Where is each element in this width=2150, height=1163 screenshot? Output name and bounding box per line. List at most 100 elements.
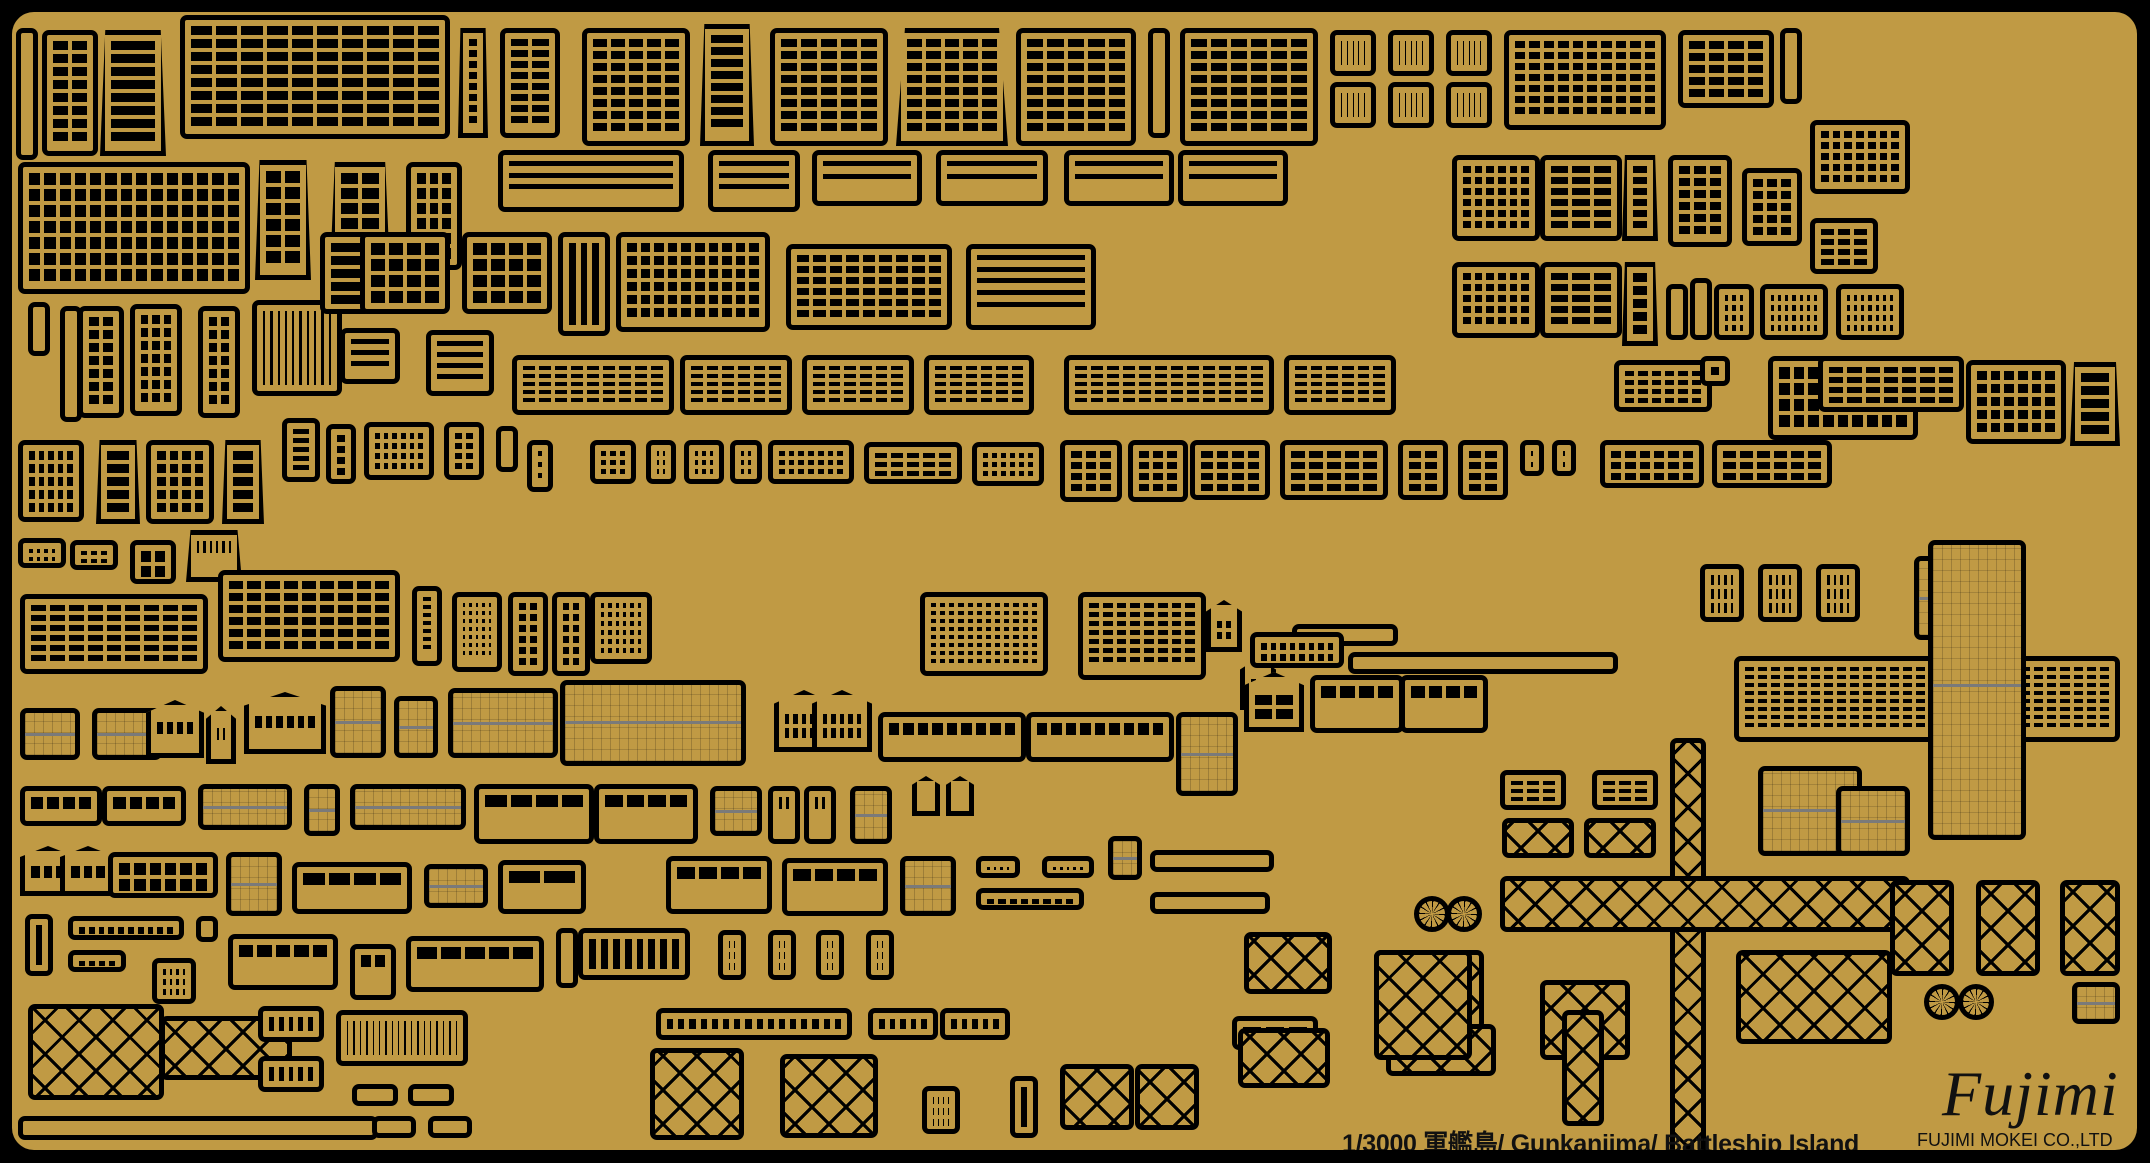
window-cutout: [753, 366, 766, 370]
window-cutout: [573, 603, 579, 610]
window-cutout: [1844, 175, 1853, 182]
window-cutout: [1615, 63, 1627, 70]
window-cutout: [1144, 630, 1154, 635]
window-cutout: [134, 879, 146, 891]
window-cutout: [1821, 164, 1829, 171]
window-cutout: [532, 116, 549, 123]
window-cutout: [1486, 284, 1494, 291]
etched-part: [412, 586, 442, 666]
window-cutout: [488, 635, 491, 639]
window-cutout: [1291, 473, 1305, 480]
window-cutout: [657, 451, 659, 456]
window-cutout: [1251, 390, 1263, 394]
window-cutout: [182, 615, 197, 621]
window-cutout: [722, 366, 734, 370]
window-cutout: [2073, 707, 2083, 711]
etched-part: [780, 1054, 878, 1138]
window-cutout: [532, 50, 549, 57]
window-cutout: [1251, 123, 1267, 131]
window-cutout: [603, 366, 615, 370]
window-cutout: [1829, 367, 1844, 373]
window-cutout: [1011, 382, 1023, 386]
window-cutout: [1211, 75, 1227, 83]
window-cutout: [163, 380, 171, 389]
window-cutout: [1004, 643, 1010, 647]
window-cutout: [1601, 85, 1612, 92]
window-cutout: [68, 655, 84, 661]
window-cutout: [630, 630, 634, 635]
window-cutout: [1678, 371, 1688, 376]
window-cutout: [106, 625, 122, 631]
window-cutout: [1867, 142, 1876, 149]
window-cutout: [1638, 380, 1648, 385]
window-cutout: [706, 366, 719, 370]
window-cutout: [939, 471, 951, 476]
window-cutout: [928, 310, 941, 317]
window-cutout: [491, 291, 505, 303]
etched-part: [20, 708, 80, 760]
etched-part: [730, 440, 762, 484]
etched-part: [1734, 656, 2120, 742]
window-cutout: [111, 80, 155, 89]
window-cutout: [817, 451, 824, 456]
window-cutout: [63, 797, 75, 809]
window-cutout: [169, 969, 172, 975]
window-cutout: [1758, 683, 1768, 687]
etched-part: [282, 418, 320, 482]
window-cutout: [2086, 707, 2096, 711]
window-cutout: [827, 952, 828, 959]
window-cutout: [257, 945, 272, 957]
window-cutout: [681, 256, 691, 265]
etched-part: [708, 150, 800, 212]
window-cutout: [1102, 612, 1113, 617]
wheel-part: [1446, 896, 1482, 932]
window-cutout: [985, 627, 992, 631]
railing-bar: [437, 363, 483, 368]
window-cutout: [509, 243, 523, 255]
window-cutout: [940, 651, 946, 655]
window-cutout: [711, 95, 743, 103]
window-cutout: [1861, 325, 1865, 331]
window-cutout: [741, 460, 744, 465]
window-cutout: [1521, 317, 1529, 324]
window-cutout: [469, 116, 477, 123]
window-cutout: [779, 451, 785, 456]
window-cutout: [1085, 484, 1097, 491]
window-cutout: [103, 382, 113, 391]
etched-part: [922, 1086, 960, 1134]
window-cutout: [1543, 781, 1555, 785]
window-cutout: [1808, 462, 1821, 469]
window-cutout: [1630, 52, 1641, 59]
window-cutout: [1251, 63, 1267, 71]
window-cutout: [965, 382, 977, 386]
window-cutout: [371, 275, 385, 287]
window-cutout: [647, 63, 661, 71]
etched-part: [1742, 168, 1802, 246]
window-cutout: [49, 605, 65, 611]
window-cutout: [1226, 632, 1231, 639]
window-cutout: [1902, 723, 1912, 727]
slat-cutout: [1468, 93, 1470, 117]
window-cutout: [423, 637, 431, 641]
slat-cutout: [982, 1019, 989, 1029]
window-cutout: [2073, 723, 2083, 727]
window-cutout: [473, 259, 487, 271]
window-cutout: [519, 614, 526, 621]
window-cutout: [293, 465, 309, 470]
window-cutout: [1883, 377, 1899, 383]
window-cutout: [1051, 723, 1062, 735]
window-cutout: [120, 173, 132, 185]
window-cutout: [1201, 484, 1213, 491]
window-cutout: [163, 969, 166, 975]
window-cutout: [555, 382, 567, 386]
window-cutout: [276, 716, 283, 728]
etched-part: [130, 540, 176, 584]
slat-cutout: [372, 1021, 374, 1055]
window-cutout: [1271, 39, 1287, 47]
window-cutout: [923, 471, 935, 476]
window-cutout: [821, 87, 837, 95]
window-cutout: [1778, 295, 1782, 301]
window-cutout: [91, 551, 97, 555]
window-cutout: [1187, 366, 1199, 370]
window-cutout: [938, 1108, 939, 1115]
